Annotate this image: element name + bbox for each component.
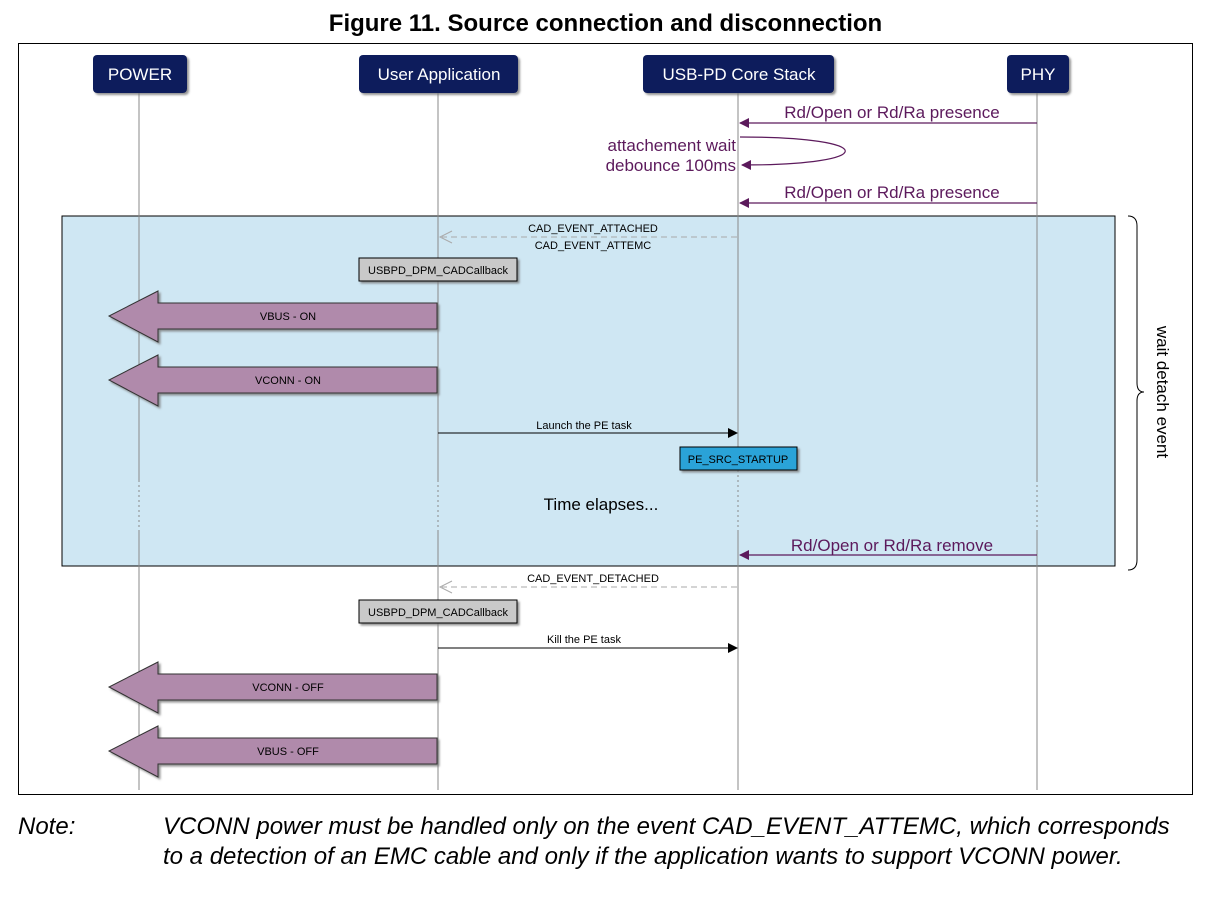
svg-text:VBUS - ON: VBUS - ON [260,311,316,323]
power-arrow-vconn-off: VCONN - OFF [107,661,438,714]
participant-label: POWER [108,65,172,84]
message-label: attachement wait [607,136,736,155]
message-label: CAD_EVENT_ATTACHED [528,223,658,235]
state-box: PE_SRC_STARTUP [679,446,798,471]
brace-label: wait detach event [1153,325,1172,459]
svg-text:PE_SRC_STARTUP: PE_SRC_STARTUP [688,454,788,466]
svg-text:USBPD_DPM_CADCallback: USBPD_DPM_CADCallback [368,607,508,619]
participant-user-application: User Application [359,55,518,93]
diagram-frame [18,43,1193,795]
participant-label: USB-PD Core Stack [662,65,816,84]
participant-phy: PHY [1007,55,1069,93]
message-label: CAD_EVENT_DETACHED [527,573,659,585]
svg-text:VCONN - ON: VCONN - ON [255,375,321,387]
message-label: CAD_EVENT_ATTEMC [535,240,652,252]
time-elapses-label: Time elapses... [544,495,659,514]
message-label: Launch the PE task [536,420,632,432]
power-arrow-vbus-off: VBUS - OFF [107,725,438,778]
message-label: Rd/Open or Rd/Ra presence [784,183,999,202]
message-label: Kill the PE task [547,634,621,646]
svg-text:VCONN - OFF: VCONN - OFF [252,682,324,694]
note-label: Note: [18,813,76,840]
participant-power: POWER [93,55,187,93]
message-label: debounce 100ms [606,156,736,175]
callback-box: USBPD_DPM_CADCallback [358,599,518,624]
participant-label: PHY [1021,65,1056,84]
message-label: Rd/Open or Rd/Ra presence [784,103,999,122]
brace [1127,215,1145,571]
svg-text:VBUS - OFF: VBUS - OFF [257,746,319,758]
figure-title: Figure 11. Source connection and disconn… [328,10,883,37]
participant-core-stack: USB-PD Core Stack [643,55,834,93]
self-loop-arrow [739,136,846,170]
message-label: Rd/Open or Rd/Ra remove [791,536,993,555]
power-arrow-vbus-on: VBUS - ON [107,290,438,343]
power-arrow-vconn-on: VCONN - ON [107,354,438,407]
participant-label: User Application [378,65,501,84]
note-text: VCONN power must be handled only on the … [163,813,1170,870]
callback-box: USBPD_DPM_CADCallback [358,257,518,282]
svg-text:USBPD_DPM_CADCallback: USBPD_DPM_CADCallback [368,265,508,277]
